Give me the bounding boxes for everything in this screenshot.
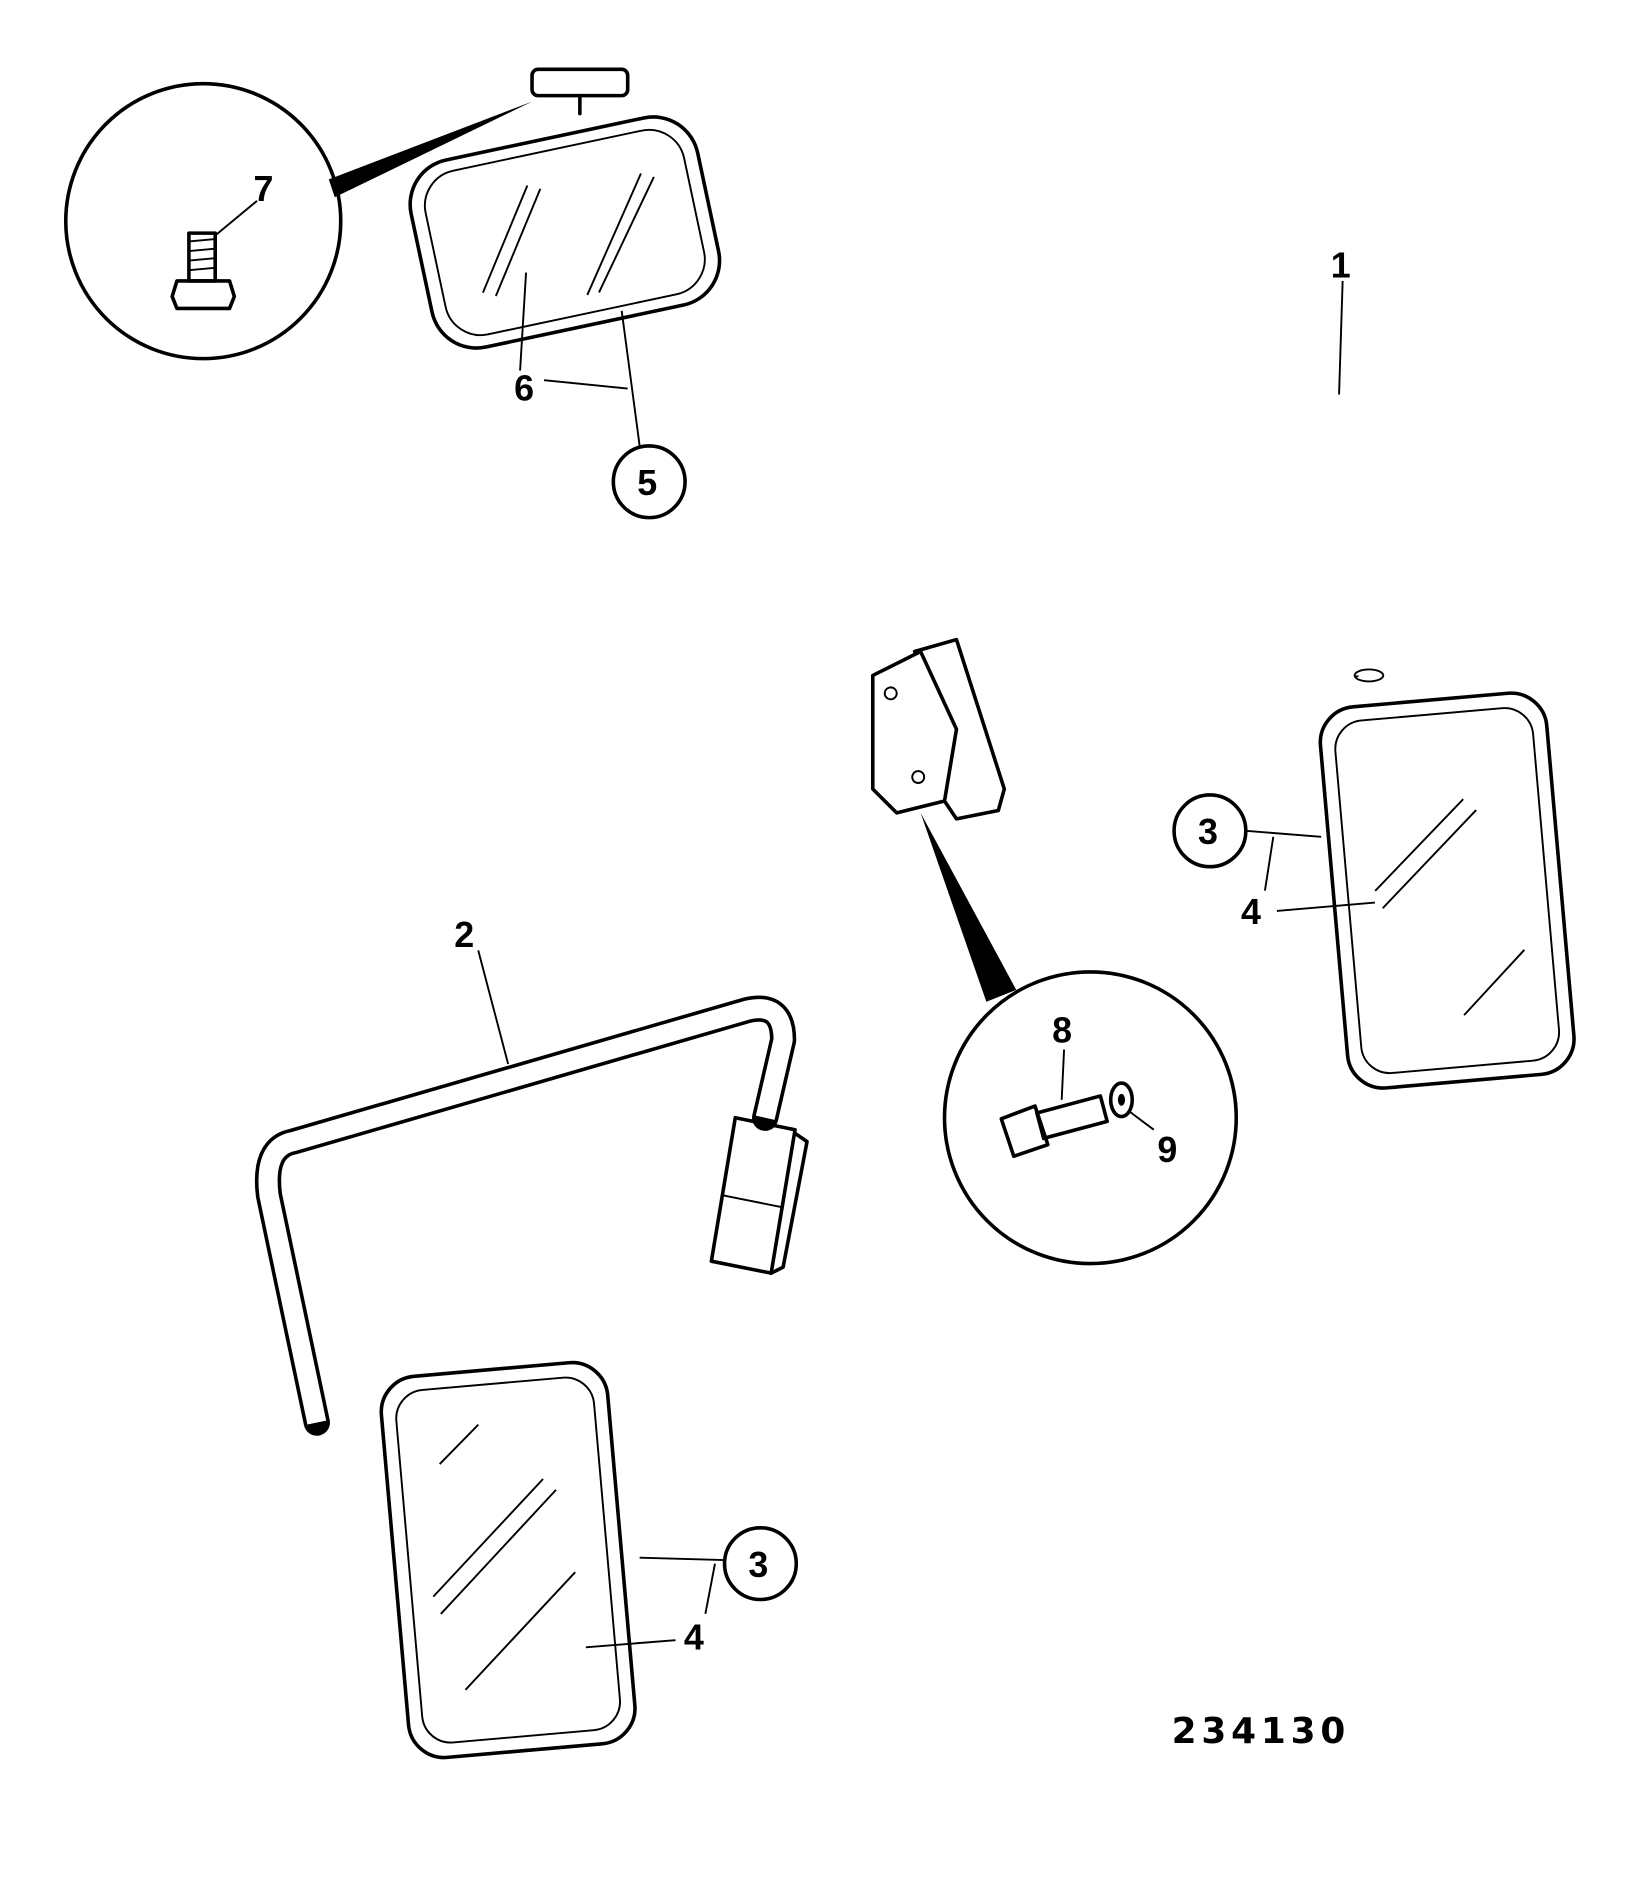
callout-6: 6 [514,368,534,408]
mirror-head-right [1318,691,1576,1090]
bolt-detail-circle: 8 9 [920,812,1239,1266]
callout-1: 1 [1331,245,1351,285]
washer-icon [1108,1081,1135,1119]
screw-detail-circle: 7 [63,81,533,361]
callout-3-left: 3 [748,1545,768,1585]
callout-4-right: 4 [1241,892,1261,932]
bolt-icon [999,1094,1109,1159]
screw-icon [170,231,237,311]
callout-4-left: 4 [684,1618,704,1658]
interior-mirror [408,67,722,350]
callout-9: 9 [1157,1130,1177,1170]
mirror-head-left [379,1360,637,1760]
callout-2: 2 [454,915,474,955]
mirror-arm-left [254,995,809,1436]
callout-5: 5 [637,463,657,503]
mirror-arm-right [870,399,1385,821]
callout-3-right: 3 [1198,812,1218,852]
callout-8: 8 [1052,1010,1072,1050]
callout-7: 7 [253,169,273,209]
reference-number: 234130 [1172,1711,1350,1752]
